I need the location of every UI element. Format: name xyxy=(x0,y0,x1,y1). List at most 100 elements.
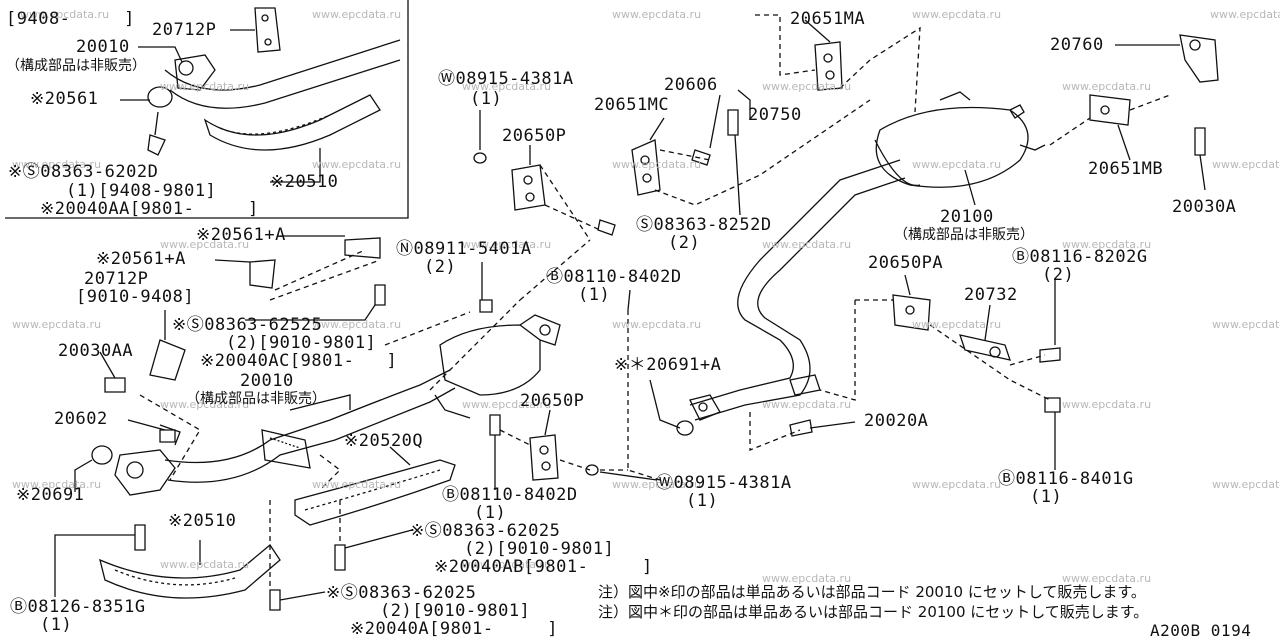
part-label-20650p-bottom[interactable]: 20650P xyxy=(520,391,585,411)
part-qty-08116-8401g: (1) xyxy=(1030,487,1063,507)
not-sold-note-20100: （構成部品は非販売） xyxy=(894,227,1034,243)
part-label-20561a-lower[interactable]: ※20561+A xyxy=(96,249,186,269)
part-label-08126-8351g[interactable]: Ⓑ08126-8351G xyxy=(10,597,146,617)
part-label-08116-8401g[interactable]: Ⓑ08116-8401G xyxy=(998,469,1134,489)
watermark-text: www.epcdata.ru xyxy=(912,158,1002,171)
part-label-08363-62025-lower[interactable]: ※Ⓢ08363-62025 xyxy=(326,583,477,603)
watermark-text: www.epcdata.ru xyxy=(1210,8,1280,21)
part-label-20020a[interactable]: 20020A xyxy=(864,411,929,431)
part-label-20750[interactable]: 20750 xyxy=(748,105,802,125)
part-qty-08363-62525: (2)[9010-9801] xyxy=(226,333,377,353)
part-label-20010-inset[interactable]: 20010 xyxy=(76,37,130,57)
watermark-text: www.epcdata.ru xyxy=(1062,80,1152,93)
part-qty-08363-6202d: (1)[9408-9801] xyxy=(66,181,217,201)
part-label-08110-8402d-top[interactable]: Ⓑ08110-8402D xyxy=(546,267,682,287)
not-sold-note-inset: （構成部品は非販売） xyxy=(6,58,146,74)
part-label-20040aa[interactable]: ※20040AA[9801- ] xyxy=(40,199,259,219)
watermark-text: www.epcdata.ru xyxy=(912,478,1002,491)
part-label-20100[interactable]: 20100 xyxy=(940,207,994,227)
part-label-20651ma[interactable]: 20651MA xyxy=(790,9,866,29)
watermark-text: www.epcdata.ru xyxy=(762,238,852,251)
watermark-text: www.epcdata.ru xyxy=(20,8,110,21)
part-label-20510-inset[interactable]: ※20510 xyxy=(270,172,339,192)
part-label-20651mc[interactable]: 20651MC xyxy=(594,95,670,115)
watermark-text: www.epcdata.ru xyxy=(160,558,250,571)
part-label-20606[interactable]: 20606 xyxy=(664,75,718,95)
part-label-20732[interactable]: 20732 xyxy=(964,285,1018,305)
part-qty-08915-bottom: (1) xyxy=(686,491,719,511)
part-label-20040ab[interactable]: ※20040AB[9801- ] xyxy=(434,557,653,577)
watermark-text: www.epcdata.ru xyxy=(12,158,102,171)
not-sold-note-20010: （構成部品は非販売） xyxy=(186,391,326,407)
part-label-20561-inset[interactable]: ※20561 xyxy=(30,89,99,109)
watermark-text: www.epcdata.ru xyxy=(762,398,852,411)
watermark-text: www.epcdata.ru xyxy=(1062,572,1152,585)
watermark-text: www.epcdata.ru xyxy=(1212,318,1280,331)
heat-insulator-drawing xyxy=(99,459,456,599)
watermark-text: www.epcdata.ru xyxy=(612,158,702,171)
part-label-20650p-top[interactable]: 20650P xyxy=(502,126,567,146)
part-qty-08116-8202g: (2) xyxy=(1042,265,1075,285)
part-label-08363-6202d[interactable]: ※Ⓢ08363-6202D xyxy=(8,162,159,182)
part-label-20691a[interactable]: ※＊20691+A xyxy=(614,355,722,375)
part-label-08110-8402d-bottom[interactable]: Ⓑ08110-8402D xyxy=(442,485,578,505)
watermark-text: www.epcdata.ru xyxy=(612,318,702,331)
part-label-20712p-inset[interactable]: 20712P xyxy=(152,20,217,40)
footnote-asterisk-mark: 注）図中※印の部品は単品あるいは部品コード 20010 にセットして販売します。 xyxy=(598,583,1146,601)
watermark-text: www.epcdata.ru xyxy=(12,318,102,331)
part-label-08363-62525[interactable]: ※Ⓢ08363-62525 xyxy=(172,315,323,335)
part-qty-08915-top: (1) xyxy=(470,89,503,109)
watermark-text: www.epcdata.ru xyxy=(1212,158,1280,171)
watermark-text: www.epcdata.ru xyxy=(612,8,702,21)
watermark-text: www.epcdata.ru xyxy=(312,158,402,171)
watermark-text: www.epcdata.ru xyxy=(312,318,402,331)
watermark-text: www.epcdata.ru xyxy=(160,238,250,251)
part-label-20030a[interactable]: 20030A xyxy=(1172,197,1237,217)
watermark-text: www.epcdata.ru xyxy=(160,398,250,411)
part-label-20030aa[interactable]: 20030AA xyxy=(58,341,134,361)
inset-frame xyxy=(5,0,409,219)
part-label-20040ac[interactable]: ※20040AC[9801- ] xyxy=(200,351,398,371)
watermark-text: www.epcdata.ru xyxy=(912,8,1002,21)
part-label-08116-8202g[interactable]: Ⓑ08116-8202G xyxy=(1012,247,1148,267)
diagram-code: A200B 0194 xyxy=(1150,621,1252,640)
part-label-08911-5401a[interactable]: Ⓝ08911-5401A xyxy=(396,239,532,259)
watermark-text: www.epcdata.ru xyxy=(912,318,1002,331)
inset-front-pipe-drawing xyxy=(147,7,401,156)
watermark-text: www.epcdata.ru xyxy=(1062,238,1152,251)
part-label-20561a-upper[interactable]: ※20561+A xyxy=(196,225,286,245)
part-label-20650pa[interactable]: 20650PA xyxy=(868,253,944,273)
footnote-star-mark: 注）図中＊印の部品は単品あるいは部品コード 20100 にセットして販売します。 xyxy=(598,603,1149,621)
part-label-08915-4381a-bottom[interactable]: Ⓦ08915-4381A xyxy=(656,473,792,493)
part-label-08363-62025-upper[interactable]: ※Ⓢ08363-62025 xyxy=(410,521,561,541)
part-label-20760[interactable]: 20760 xyxy=(1050,35,1104,55)
part-label-20010[interactable]: 20010 xyxy=(240,371,294,391)
watermark-text: www.epcdata.ru xyxy=(312,8,402,21)
inset-date-label: [9408- ] xyxy=(6,9,135,29)
watermark-text: www.epcdata.ru xyxy=(462,558,552,571)
assembly-guides xyxy=(139,14,1171,590)
watermark-text: www.epcdata.ru xyxy=(1062,398,1152,411)
rubber-mounts-drawing xyxy=(511,34,1219,481)
part-qty-08911: (2) xyxy=(424,257,457,277)
part-label-20510[interactable]: ※20510 xyxy=(168,511,237,531)
part-label-20602[interactable]: 20602 xyxy=(54,409,108,429)
part-qty-08126: (1) xyxy=(40,615,73,635)
part-label-20691[interactable]: ※20691 xyxy=(16,485,85,505)
watermark-text: www.epcdata.ru xyxy=(462,238,552,251)
part-qty-08363-62025-lower: (2)[9010-9801] xyxy=(380,601,531,621)
part-label-20520q[interactable]: ※20520Q xyxy=(344,431,424,451)
front-pipe-drawing xyxy=(91,314,561,496)
part-qty-08110-top: (1) xyxy=(578,285,611,305)
part-label-20040a[interactable]: ※20040A[9801- ] xyxy=(350,619,558,639)
part-label-08363-8252d[interactable]: Ⓢ08363-8252D xyxy=(636,215,772,235)
watermark-text: www.epcdata.ru xyxy=(462,398,552,411)
part-qty-08363-8252d: (2) xyxy=(668,233,701,253)
part-label-08915-4381a-top[interactable]: Ⓦ08915-4381A xyxy=(438,69,574,89)
part-label-20712p[interactable]: 20712P xyxy=(84,269,149,289)
part-label-20651mb[interactable]: 20651MB xyxy=(1088,159,1164,179)
part-qty-08363-62025-upper: (2)[9010-9801] xyxy=(464,539,615,559)
watermark-text: www.epcdata.ru xyxy=(762,572,852,585)
